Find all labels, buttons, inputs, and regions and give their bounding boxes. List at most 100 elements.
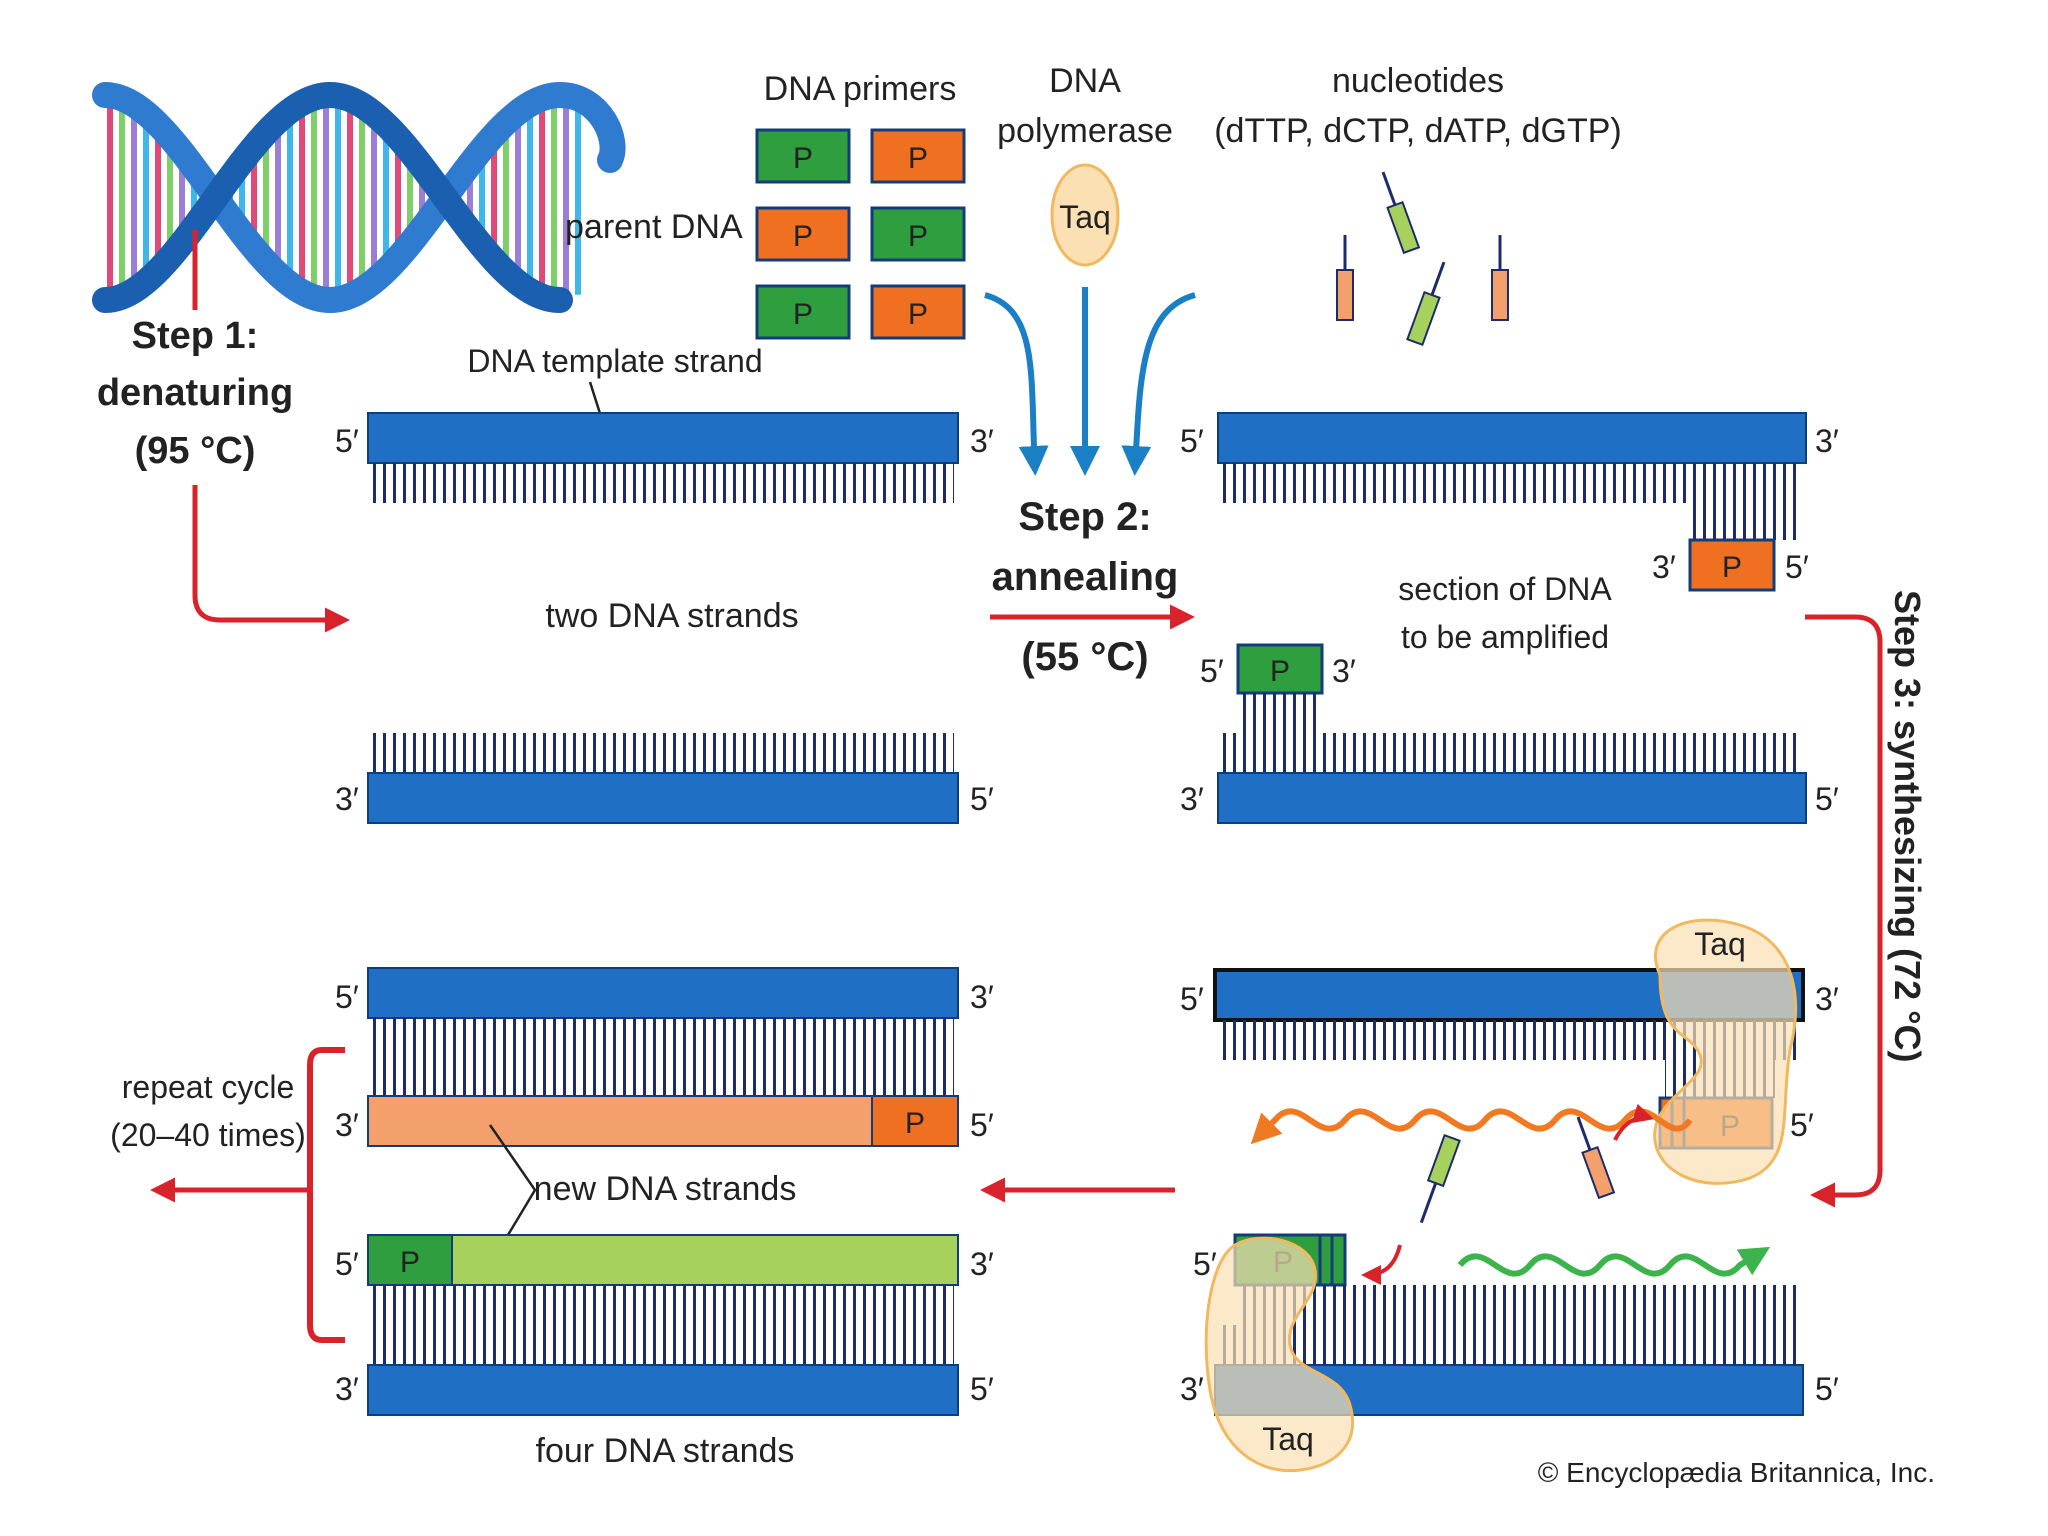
primer-block-icon [1688,538,1776,592]
helix-backbone-2 [92,81,573,313]
step1-arrow [192,485,350,633]
step1-temp: (95 °C) [135,430,256,472]
repeat-cycle-label: repeat cycle [122,1069,295,1105]
template-strand-label: DNA template strand [467,343,762,379]
taq-label: Taq [1694,926,1746,962]
helix-backbone-1 [92,81,626,314]
helix-base-pair [551,94,557,300]
helix-base-pair [311,96,317,298]
nucleotide-input-arrow [1121,292,1196,476]
new-strand-green [367,1234,959,1286]
primer-block-icon [871,1095,959,1147]
end-label: 3′ [335,781,359,817]
end-label: 5′ [1180,423,1204,459]
taq-label: Taq [1262,1421,1314,1457]
end-label: 3′ [1815,981,1839,1017]
annealed-bottom-strand [1217,772,1807,824]
top-template-strand [367,412,959,464]
new-strand-orange [367,1095,959,1147]
helix-base-pair [119,96,125,298]
helix-base-pair [263,132,269,262]
primer-letter: P [793,220,813,253]
primer-letter: P [1270,655,1290,688]
primer-block-icon [755,284,851,340]
copyright: © Encyclopædia Britannica, Inc. [1538,1457,1935,1488]
helix-base-pair [419,167,425,227]
helix-base-pair [131,102,137,292]
primer-block-icon [755,128,851,184]
annealed-top-strand [1217,412,1807,464]
primer-grid: P P P P P P [755,128,966,340]
annealed-bottom-bases [1222,733,1802,773]
step2-temp: (55 °C) [1021,635,1148,679]
helix-base-pair [323,94,329,300]
end-label: 5′ [970,781,994,817]
repeat-count-label: (20–40 times) [110,1117,306,1153]
primer-letter: P [400,1246,420,1279]
end-label: 5′ [1815,781,1839,817]
nucleotide-icon [1419,1133,1461,1224]
nucleotides-list-label: (dTTP, dCTP, dATP, dGTP) [1214,112,1622,150]
wavy-arrow-icon [1250,1108,1558,1145]
step2-title: Step 2: [1018,495,1151,539]
primer-letter: P [908,220,928,253]
helix-base-pair [335,94,341,300]
primer-block-icon [870,284,966,340]
end-label: 3′ [1652,549,1676,585]
primer-block-icon [1236,643,1324,695]
step1-title: Step 1: [132,315,259,357]
helix-base-pair [563,95,569,299]
helix-base-pair [503,117,509,277]
end-label: 5′ [1815,1371,1839,1407]
parent-dna-label: parent DNA [565,208,743,246]
helix-base-pair [167,133,173,261]
four-strands-label: four DNA strands [536,1432,795,1470]
primer-block-icon [870,128,966,184]
taq-label: Taq [1059,199,1111,235]
primer-block-icon [367,1234,453,1286]
taq-polymerase-icon [1653,918,1798,1185]
step2-name: annealing [992,555,1179,599]
helix-base-pair [107,94,113,300]
helix-base-pair [347,97,353,297]
nucleotide-icon [1336,235,1354,321]
helix-base-pair [239,162,245,232]
dna-polymerase-label-2: polymerase [997,112,1173,150]
helix-base-pair [383,123,389,271]
primer-bound-bases [1692,503,1802,540]
nucleotide-icon [1576,1116,1616,1200]
wavy-arrow-icon [1552,1108,1693,1132]
result-bases-1 [372,1018,954,1096]
helix-base-pair [275,119,281,275]
nucleotide-icon [1381,171,1421,255]
helix-base-pair [539,95,545,299]
synthesis-bottom-bases [1222,1325,1802,1365]
step3-label: Step 3: synthesizing (72 °C) [1887,590,1928,1062]
end-label: 5′ [1785,549,1809,585]
end-label: 5′ [1200,653,1224,689]
result-strand-1 [367,967,959,1019]
dna-polymerase-label-1: DNA [1049,62,1121,100]
nucleotide-icon [1406,261,1446,347]
helix-base-pair [251,146,257,248]
incorporation-arrow [1361,1244,1402,1285]
wavy-arrow-icon [1457,1246,1771,1277]
end-label: 5′ [335,1246,359,1282]
nucleotide-group [1336,171,1509,347]
end-label: 3′ [970,1246,994,1282]
section-label-2: to be amplified [1401,619,1609,655]
primer-bound-bases [1240,693,1320,733]
helix-base-pair [191,163,197,231]
primer-letter: P [908,298,928,331]
end-label: 3′ [970,979,994,1015]
result-bases-2 [372,1285,954,1365]
end-label: 3′ [1180,781,1204,817]
end-label: 5′ [335,423,359,459]
helix-base-pair [479,143,485,251]
helix-base-pair [143,110,149,284]
helix-base-pair [155,120,161,274]
end-label: 5′ [970,1371,994,1407]
helix-base-pair [407,151,413,243]
end-label: 3′ [335,1107,359,1143]
